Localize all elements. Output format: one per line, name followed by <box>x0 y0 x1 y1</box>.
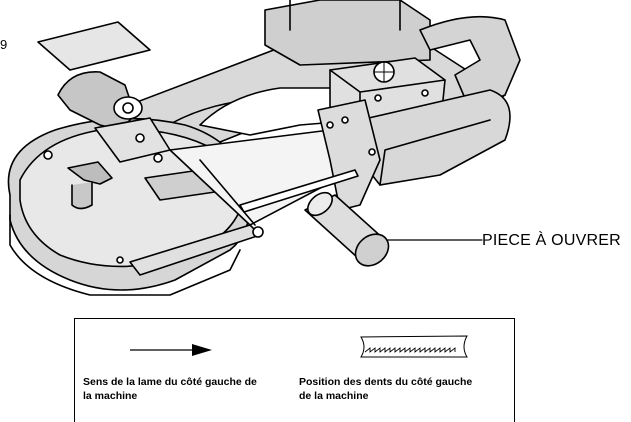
teeth-position-icon <box>360 335 468 358</box>
right-wheel-housing <box>359 89 511 186</box>
handle-strap <box>37 21 151 71</box>
rear-handle <box>419 15 521 111</box>
guide-rod <box>239 169 359 213</box>
figure-number: 9 <box>0 37 8 52</box>
legend-box <box>74 318 515 422</box>
blade-guide-right <box>317 99 381 211</box>
workpiece-label: PIECE À OUVRER <box>482 232 621 249</box>
blade-direction-text: Sens de la lame du côté gauche de la mac… <box>83 376 257 403</box>
blade-direction-arrow <box>130 344 212 356</box>
teeth-position-text: Position des dents du côté gauche de la … <box>299 376 473 403</box>
band-saw-illustration <box>7 0 521 296</box>
tension-knob <box>67 161 113 185</box>
